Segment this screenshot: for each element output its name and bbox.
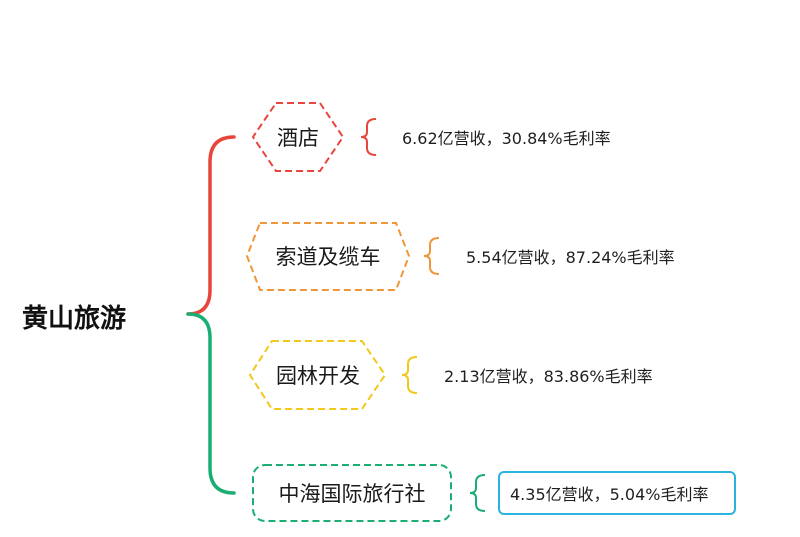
node-hotel-hexagon <box>251 102 345 172</box>
detail-text-cableway: 5.54亿营收，87.24%毛利率 <box>466 248 675 267</box>
detail-text-travel-agency: 4.35亿营收，5.04%毛利率 <box>510 485 709 504</box>
detail-brace-hotel <box>360 118 377 156</box>
detail-brace-travel-agency <box>469 474 486 512</box>
detail-brace-cableway <box>423 237 440 275</box>
node-label-garden: 园林开发 <box>276 364 360 388</box>
node-garden-hexagon <box>248 340 387 410</box>
root-brace-upper <box>186 135 236 316</box>
node-label-travel-agency: 中海国际旅行社 <box>278 482 426 506</box>
node-travel-agency-box <box>252 464 452 522</box>
detail-box-travel-agency <box>498 471 736 515</box>
node-label-cableway: 索道及缆车 <box>275 245 381 269</box>
detail-brace-garden <box>401 356 418 394</box>
root-brace-lower <box>186 312 236 495</box>
root-title: 黄山旅游 <box>22 304 127 334</box>
node-label-hotel: 酒店 <box>277 126 319 150</box>
node-cableway-hexagon <box>245 222 411 291</box>
detail-text-garden: 2.13亿营收，83.86%毛利率 <box>444 367 653 386</box>
detail-text-hotel: 6.62亿营收，30.84%毛利率 <box>402 129 611 148</box>
